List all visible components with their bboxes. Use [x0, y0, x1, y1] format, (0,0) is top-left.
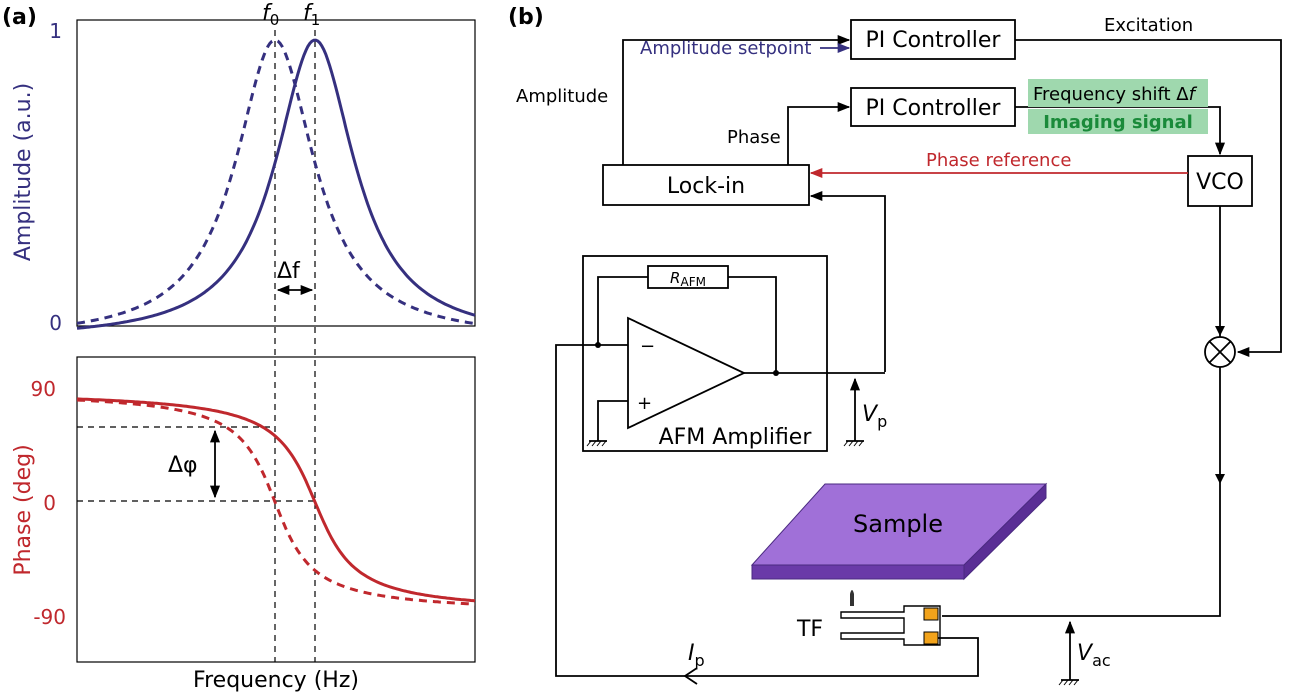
mixer-to-tf-wire — [942, 367, 1221, 617]
phase-plot-frame — [76, 356, 476, 663]
amplitude-setpoint-label: Amplitude setpoint — [640, 38, 811, 59]
phase-tick-90: 90 — [31, 377, 56, 401]
phase-reference-label: Phase reference — [926, 150, 1071, 171]
amplitude-plot-frame — [76, 19, 476, 327]
amplitude-axis-label: Amplitude (a.u.) — [11, 83, 36, 261]
frequency-axis-label: Frequency (Hz) — [193, 668, 359, 693]
sample-side-face — [963, 482, 1047, 581]
f1-label: f1 — [303, 1, 320, 29]
amplitude-tick-0: 0 — [49, 311, 62, 335]
sample-label: Sample — [853, 510, 943, 538]
mixer-output-arrowhead — [1215, 474, 1225, 484]
vco-label: VCO — [1196, 170, 1244, 195]
feedback-right-wire — [728, 276, 777, 372]
op-amp-triangle — [627, 316, 747, 430]
tf-output-wire — [685, 637, 979, 677]
amplifier-to-lockin-wire — [809, 190, 886, 372]
phase-tick-neg90: -90 — [33, 605, 66, 629]
afm-tip — [850, 590, 854, 606]
tuning-fork — [840, 590, 941, 646]
excitation-wire — [1015, 39, 1282, 358]
inverting-node — [595, 342, 601, 348]
frequency-shift-highlight — [1028, 79, 1208, 107]
afm-amplifier-frame — [582, 255, 828, 452]
panel-a-label: (a) — [2, 5, 37, 30]
feedback-left-wire — [597, 276, 648, 345]
amplitude-tick-1: 1 — [49, 19, 62, 43]
vco-to-mixer-arrowhead — [1215, 326, 1225, 336]
ground-symbol-amp — [586, 440, 607, 447]
pi-controller-phase-label: PI Controller — [866, 96, 1002, 121]
amplitude-signal-wire — [622, 34, 851, 165]
r-afm-label: RAFM — [670, 269, 706, 289]
phase-wire-label: Phase — [727, 127, 781, 148]
ground-symbol-vac — [1058, 679, 1079, 686]
phase-signal-wire — [787, 101, 851, 165]
delta-f-label: Δf — [277, 259, 301, 284]
noninverting-wire — [597, 400, 628, 441]
f0-label: f0 — [262, 1, 279, 29]
op-amp-minus: − — [640, 336, 655, 357]
tf-label: TF — [796, 617, 823, 642]
mixer-cross-b — [1208, 340, 1232, 364]
amplitude-curve-f0 — [76, 38, 476, 326]
output-node — [773, 370, 779, 376]
vac-label: Vac — [1077, 641, 1111, 670]
sample-front-face — [751, 564, 965, 580]
excitation-label: Excitation — [1104, 15, 1193, 36]
current-input-wire — [555, 344, 685, 677]
phase-axis-label: Phase (deg) — [11, 444, 36, 575]
frequency-shift-label: Frequency shift Δf — [1033, 84, 1198, 105]
panel-b-label: (b) — [508, 5, 544, 30]
vp-label: Vp — [862, 402, 887, 431]
lockin-label: Lock-in — [667, 174, 745, 199]
ground-symbol-vp — [843, 440, 864, 447]
phase-curve-f1 — [76, 397, 476, 603]
pi-controller-amplitude-box — [850, 19, 1016, 60]
afm-amplifier-label: AFM Amplifier — [659, 425, 813, 450]
pi-controller-amplitude-label: PI Controller — [866, 28, 1002, 53]
imaging-signal-highlight — [1028, 109, 1208, 134]
lockin-box — [602, 164, 810, 206]
amplitude-wire-label: Amplitude — [516, 86, 608, 107]
imaging-signal-label: Imaging signal — [1043, 112, 1193, 133]
amplitude-curve-f1 — [76, 38, 476, 330]
phase-curve-f0 — [76, 398, 476, 606]
phase-tick-0: 0 — [43, 491, 56, 515]
ip-label: Ip — [688, 641, 705, 670]
tf-electrode-top — [923, 607, 939, 621]
delta-phi-label: Δφ — [168, 453, 198, 478]
tf-electrode-bottom — [923, 631, 939, 645]
op-amp-plus: + — [637, 393, 652, 414]
